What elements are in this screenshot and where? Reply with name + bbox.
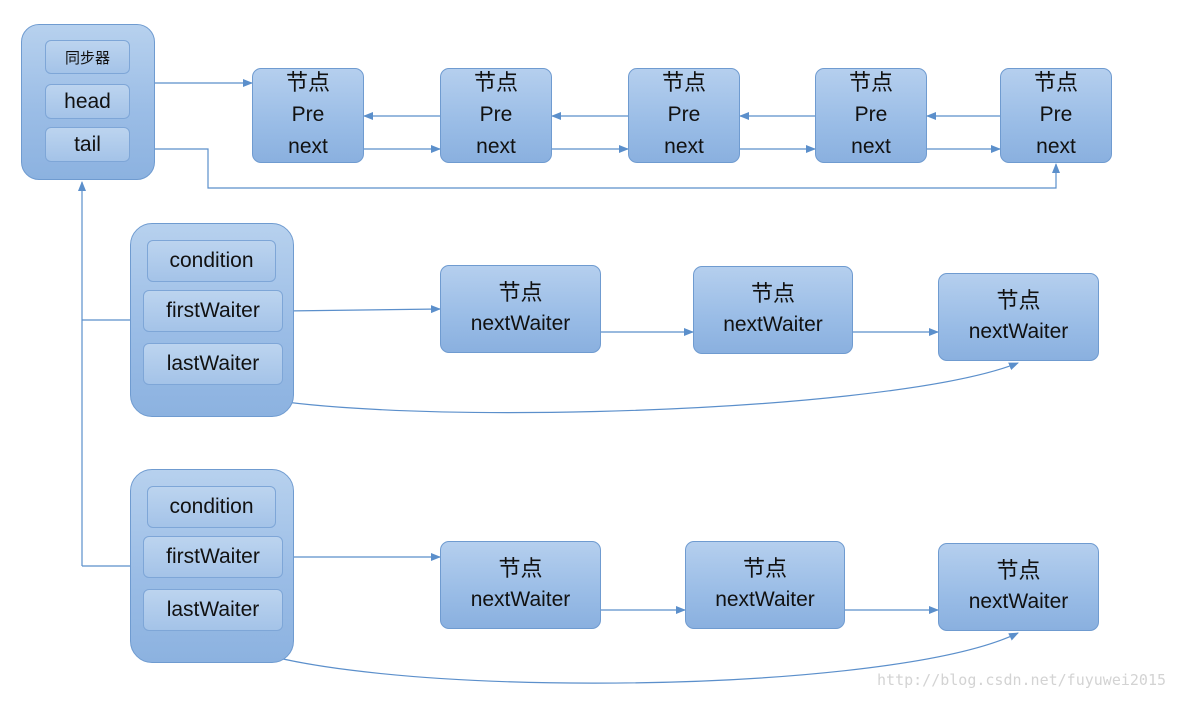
first-waiter-field: firstWaiter	[143, 536, 283, 578]
node-pre-field: Pre	[1039, 102, 1073, 126]
condition-queue-node: 节点 nextWaiter	[685, 541, 845, 629]
node-pre-field: Pre	[667, 102, 701, 126]
sync-head-field: head	[45, 84, 130, 119]
sync-queue-node: 节点 Pre next	[628, 68, 740, 163]
sync-queue-node: 节点 Pre next	[440, 68, 552, 163]
sync-queue-node: 节点 Pre next	[1000, 68, 1112, 163]
node-next-waiter-field: nextWaiter	[968, 590, 1069, 613]
node-title: 节点	[285, 70, 330, 96]
condition-label: condition	[147, 486, 276, 528]
node-title: 节点	[848, 70, 893, 96]
node-next-field: next	[851, 134, 891, 158]
node-next-waiter-field: nextWaiter	[723, 313, 823, 336]
sync-queue-node: 节点 Pre next	[252, 68, 364, 163]
node-next-waiter-field: nextWaiter	[470, 312, 571, 335]
node-title: 节点	[742, 557, 787, 582]
node-next-field: next	[664, 134, 704, 158]
condition-queue-node: 节点 nextWaiter	[938, 273, 1099, 361]
node-title: 节点	[473, 70, 518, 96]
condition-queue-node: 节点 nextWaiter	[440, 541, 601, 629]
c1-first-waiter-arrow	[283, 305, 441, 314]
synchronizer-title: 同步器	[45, 40, 130, 74]
node-next-field: next	[1036, 134, 1076, 158]
node-title: 节点	[996, 559, 1041, 584]
last-waiter-field: lastWaiter	[143, 343, 283, 385]
node-title: 节点	[750, 282, 795, 307]
node-title: 节点	[498, 281, 543, 306]
node-next-field: next	[288, 134, 328, 158]
first-waiter-field: firstWaiter	[143, 290, 283, 332]
condition-queue-node: 节点 nextWaiter	[440, 265, 601, 353]
node-pre-field: Pre	[854, 102, 888, 126]
node-title: 节点	[996, 289, 1041, 314]
node-next-waiter-field: nextWaiter	[715, 588, 815, 611]
condition-queue-node: 节点 nextWaiter	[693, 266, 853, 354]
node-next-field: next	[476, 134, 516, 158]
condition-queue-node: 节点 nextWaiter	[938, 543, 1099, 631]
last-waiter-field: lastWaiter	[143, 589, 283, 631]
sync-queue-node: 节点 Pre next	[815, 68, 927, 163]
node-title: 节点	[1033, 70, 1078, 96]
node-title: 节点	[661, 70, 706, 96]
c1-last-waiter-arrow	[212, 362, 1019, 414]
condition-label: condition	[147, 240, 276, 282]
node-next-waiter-field: nextWaiter	[968, 320, 1069, 343]
sync-tail-field: tail	[45, 127, 130, 162]
node-title: 节点	[498, 557, 543, 582]
node-pre-field: Pre	[479, 102, 513, 126]
node-next-waiter-field: nextWaiter	[470, 588, 571, 611]
node-pre-field: Pre	[291, 102, 325, 126]
watermark: http://blog.csdn.net/fuyuwei2015	[877, 671, 1166, 689]
